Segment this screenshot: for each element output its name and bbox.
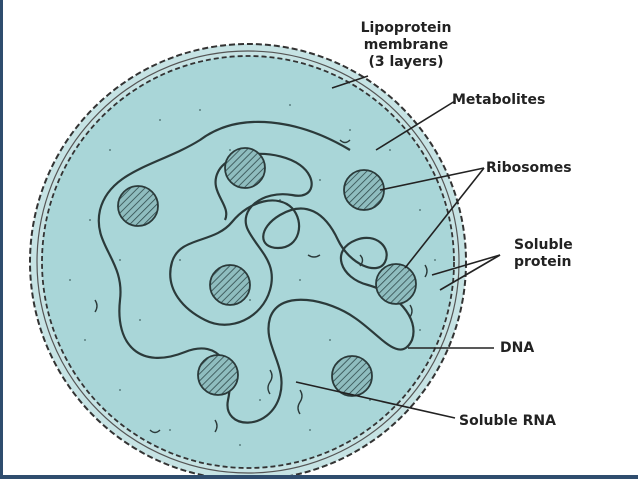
soluble-protein-label: Soluble protein <box>514 237 573 271</box>
leader-lines <box>295 75 501 419</box>
membrane-label-line-3: (3 layers) <box>368 54 444 70</box>
rna-leader <box>295 381 456 419</box>
membrane-label-line-1: Lipoprotein <box>360 20 452 36</box>
protein-leader-1 <box>431 254 501 276</box>
protein-leader-2 <box>439 254 501 291</box>
slide-left-border <box>0 0 3 479</box>
membrane-leader <box>331 75 369 89</box>
soluble-rna-fragments <box>94 139 428 434</box>
dna-label: DNA <box>500 340 535 356</box>
ribosome-leader-1 <box>379 167 485 191</box>
metabolites-label: Metabolites <box>452 92 546 108</box>
ribosome <box>209 264 251 306</box>
slide-bottom-border <box>0 475 638 479</box>
ribosomes-label: Ribosomes <box>486 160 572 176</box>
metabolites-leader <box>375 100 456 151</box>
ribosome-leader-2 <box>404 167 485 269</box>
dna-strand <box>97 120 415 424</box>
ribosome <box>375 263 417 305</box>
middle-membrane <box>36 50 460 474</box>
soluble-protein-line-2: protein <box>514 254 572 270</box>
ribosome <box>224 147 266 189</box>
ribosome <box>343 169 385 211</box>
soluble-rna-label: Soluble RNA <box>459 413 556 429</box>
ribosomes <box>117 147 417 397</box>
ribosome <box>197 354 239 396</box>
soluble-protein-line-1: Soluble <box>514 237 573 253</box>
membrane-label-line-2: membrane <box>363 37 449 53</box>
membrane-label: Lipoprotein membrane (3 layers) <box>346 20 466 71</box>
ribosome <box>117 185 159 227</box>
ribosome <box>331 355 373 397</box>
inner-membrane <box>41 55 455 469</box>
